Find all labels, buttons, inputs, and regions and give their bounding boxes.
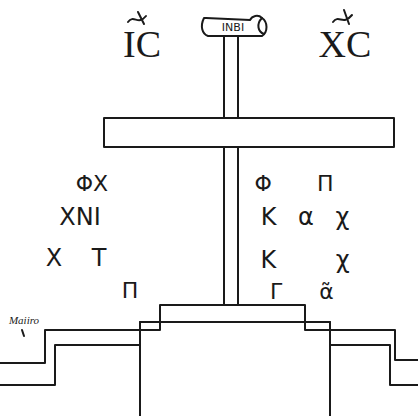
titlo-mark bbox=[333, 10, 352, 24]
handwritten-note: Maiiro bbox=[9, 315, 39, 326]
abbreviation: Κ α χ bbox=[261, 205, 350, 229]
abbreviation: ΧΝΙ bbox=[59, 205, 100, 229]
monogram: IC bbox=[123, 25, 161, 63]
golgotha-step bbox=[140, 322, 330, 416]
abbreviation: ΦΧ bbox=[76, 173, 108, 195]
title-scroll bbox=[202, 16, 267, 36]
abbreviation: Π bbox=[122, 280, 139, 302]
cross-beam bbox=[224, 36, 238, 305]
golgotha-step bbox=[0, 322, 418, 385]
abbreviation: Γ α̃ bbox=[270, 281, 334, 303]
titlo-mark bbox=[128, 12, 146, 24]
scroll-text: INBI bbox=[222, 22, 244, 33]
pen-mark bbox=[22, 330, 24, 336]
abbreviation: Φ Π bbox=[255, 173, 334, 195]
golgotha-step bbox=[0, 305, 418, 363]
monogram: XC bbox=[319, 25, 372, 63]
abbreviation: Κ χ bbox=[260, 248, 349, 272]
cross-bar bbox=[104, 118, 394, 147]
abbreviation: Χ Τ bbox=[46, 246, 107, 270]
scroll-curl bbox=[258, 18, 264, 34]
